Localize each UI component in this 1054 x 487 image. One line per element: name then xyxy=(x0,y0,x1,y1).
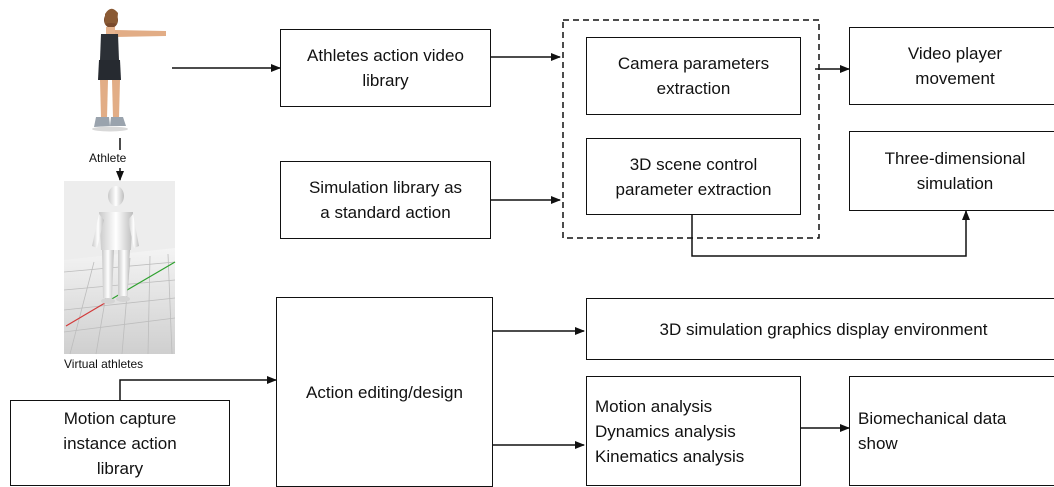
virtual-athletes-caption: Virtual athletes xyxy=(64,357,144,371)
scene-control-parameter-label: 3D scene control parameter extraction xyxy=(615,154,772,199)
camera-parameters-extraction-label: Camera parameters extraction xyxy=(617,54,770,98)
athlete-figure-icon xyxy=(92,8,166,132)
scene-control-parameter-box: 3D scene control parameter extraction xyxy=(586,138,801,215)
biomechanical-data-show-label: Biomechanical data show xyxy=(858,409,1007,453)
motion-capture-library-label: Motion capture instance action library xyxy=(63,408,177,478)
biomechanical-data-show-box: Biomechanical data show xyxy=(849,376,1054,486)
graphics-display-environment-box: 3D simulation graphics display environme… xyxy=(586,298,1054,360)
simulation-library-box: Simulation library as a standard action xyxy=(280,161,491,239)
action-editing-design-box: Action editing/design xyxy=(276,297,493,487)
camera-parameters-extraction-box: Camera parameters extraction xyxy=(586,37,801,115)
video-player-movement-label: Video player movement xyxy=(907,44,1003,88)
action-editing-design-label: Action editing/design xyxy=(306,382,463,402)
mannequin-3d-icon xyxy=(63,181,176,355)
video-player-movement-box: Video player movement xyxy=(849,27,1054,105)
analysis-list-box: Motion analysis Dynamics analysis Kinema… xyxy=(586,376,801,486)
graphics-display-environment-label: 3D simulation graphics display environme… xyxy=(659,319,988,339)
simulation-library-label: Simulation library as a standard action xyxy=(308,178,463,222)
motion-capture-library-box: Motion capture instance action library xyxy=(10,400,230,486)
athletes-action-video-library-label: Athletes action video library xyxy=(307,46,464,90)
athlete-caption: Athlete xyxy=(89,151,127,165)
parameter-extraction-group xyxy=(562,19,820,239)
three-dimensional-simulation-box: Three-dimensional simulation xyxy=(849,131,1054,211)
athletes-action-video-library-box: Athletes action video library xyxy=(280,29,491,107)
three-dimensional-simulation-label: Three-dimensional simulation xyxy=(884,149,1026,193)
analysis-list-label: Motion analysis Dynamics analysis Kinema… xyxy=(595,396,745,466)
